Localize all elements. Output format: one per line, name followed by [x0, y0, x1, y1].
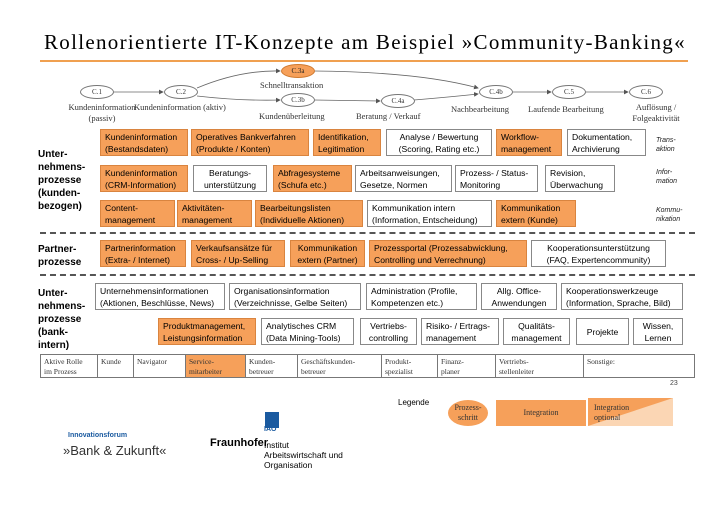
section-divider [40, 274, 695, 276]
box-kundeninformation-bestand: Kundeninformation (Bestandsdaten) [100, 129, 188, 156]
role-servicemitarbeiter: Service- mitarbeiter [185, 355, 245, 377]
box-prozessportal: Prozessportal (Prozessabwicklung, Contro… [369, 240, 527, 267]
stage-aufloesung: Auflösung / Folgeaktivität [632, 102, 680, 123]
box-analyse-bewertung: Analyse / Bewertung (Scoring, Rating etc… [386, 129, 492, 156]
box-revision: Revision, Überwachung [545, 165, 615, 192]
box-partnerinformation: Partnerinformation (Extra- / Internet) [100, 240, 186, 267]
role-sonstige: Sonstige: [583, 355, 694, 377]
box-bearbeitungslisten: Bearbeitungslisten (Individuelle Aktione… [255, 200, 363, 227]
stage-beratung-verkauf: Beratung / Verkauf [356, 111, 421, 121]
process-node-c4a: C.4a [381, 94, 415, 108]
fraunhofer-logo: Fraunhofer [210, 437, 269, 449]
iao-logo-text: IAO [264, 426, 277, 433]
process-flow-arrows [113, 68, 629, 104]
box-operatives-bankverfahren: Operatives Bankverfahren (Produkte / Kon… [191, 129, 309, 156]
box-office-anwendungen: Allg. Office- Anwendungen [481, 283, 557, 310]
box-organisationsinformation: Organisationsinformation (Verzeichnisse,… [229, 283, 361, 310]
box-abfragesysteme: Abfragesysteme (Schufa etc.) [273, 165, 352, 192]
role-kunde: Kunde [97, 355, 133, 377]
process-node-c6: C.6 [629, 85, 663, 99]
stage-laufende-bearbeitung: Laufende Bearbeitung [528, 104, 604, 114]
process-node-c1: C.1 [80, 85, 114, 99]
box-analytisches-crm: Analytisches CRM (Data Mining-Tools) [261, 318, 354, 345]
stage-nachbearbeitung: Nachbearbeitung [451, 104, 510, 114]
role-finanzplaner: Finanz- planer [437, 355, 495, 377]
box-kommunikation-extern-kunde: Kommunikation extern (Kunde) [496, 200, 576, 227]
legend-integration-optional: Integration optional [594, 403, 630, 422]
box-wissen-lernen: Wissen, Lernen [633, 318, 683, 345]
box-workflow-management: Workflow- management [496, 129, 562, 156]
box-verkaufsansaetze: Verkaufsansätze für Cross- / Up-Selling [191, 240, 285, 267]
process-node-c2: C.2 [164, 85, 198, 99]
role-table: Aktive Rolle im Prozess Kunde Navigator … [40, 354, 695, 378]
box-kooperationsunterstuetzung: Kooperationsunterstützung (FAQ, Experten… [531, 240, 666, 267]
role-produktspezialist: Produkt- spezialist [381, 355, 437, 377]
process-node-c3b: C.3b [281, 93, 315, 107]
box-kommunikation-extern-partner: Kommunikation extern (Partner) [290, 240, 365, 267]
bank-logo-line1: Innovationsforum [68, 432, 128, 439]
box-risiko-ertragsmanagement: Risiko- / Ertrags- management [421, 318, 499, 345]
box-aktivitaeten-management: Aktivitäten- management [177, 200, 252, 227]
role-table-label: Aktive Rolle im Prozess [44, 357, 83, 376]
iao-logo-square [265, 412, 279, 428]
process-node-c4b: C.4b [479, 85, 513, 99]
page-number: 23 [670, 380, 678, 387]
box-vertriebscontrolling: Vertriebs- controlling [360, 318, 417, 345]
page-title: Rollenorientierte IT-Konzepte am Beispie… [44, 30, 686, 54]
legend-title: Legende [398, 398, 430, 407]
role-geschaeftskundenbetreuer: Geschäftskunden- betreuer [297, 355, 381, 377]
box-content-management: Content- management [100, 200, 175, 227]
stage-schnelltransaktion: Schnelltransaktion [260, 80, 324, 90]
bank-logo-line2: »Bank & Zukunft« [63, 443, 167, 458]
box-beratungsunterstuetzung: Beratungs- unterstützung [193, 165, 267, 192]
box-dokumentation: Dokumentation, Archivierung [567, 129, 646, 156]
box-administration: Administration (Profile, Kompetenzen etc… [366, 283, 477, 310]
box-prozess-monitoring: Prozess- / Status- Monitoring [455, 165, 538, 192]
right-label-kommunikation: Kommu- nikation [656, 207, 683, 223]
section-label-kundenbezogen: Unter- nehmens- prozesse (kunden- bezoge… [38, 149, 86, 212]
box-qualitaetsmanagement: Qualitäts- management [503, 318, 570, 345]
stage-kundenueberleitung: Kundenüberleitung [259, 111, 325, 121]
box-kommunikation-intern: Kommunikation intern (Information, Entsc… [367, 200, 492, 227]
box-arbeitsanweisungen: Arbeitsanweisungen, Gesetze, Normen [355, 165, 452, 192]
stage-kundeninformation-passiv: Kundeninformation (passiv) [68, 102, 136, 123]
right-label-transaktion: Trans- aktion [656, 137, 676, 153]
legend-integration: Integration [496, 400, 586, 426]
process-node-c3a: C.3a [281, 64, 315, 78]
role-navigator: Navigator [133, 355, 185, 377]
right-label-information: Infor- mation [656, 169, 678, 185]
box-identifikation: Identifikation, Legitimation [313, 129, 381, 156]
process-node-c5: C.5 [552, 85, 586, 99]
legend-optional-shape [588, 398, 673, 426]
section-divider [40, 232, 695, 234]
box-produktmanagement: Produktmanagement, Leistungsinformation [158, 318, 256, 345]
section-label-bankintern: Unter- nehmens- prozesse (bank- intern) [38, 288, 86, 351]
role-vertriebsstellenleiter: Vertriebs- stellenleiter [495, 355, 583, 377]
role-kundenbetreuer: Kunden- betreuer [245, 355, 297, 377]
institut-name: Institut Arbeitswirtschaft und Organisat… [264, 440, 343, 470]
section-label-partner: Partner- prozesse [38, 244, 82, 268]
box-projekte: Projekte [576, 318, 629, 345]
box-kundeninformation-crm: Kundeninformation (CRM-Information) [100, 165, 188, 192]
legend-prozessschritt: Prozess- schritt [448, 400, 488, 426]
box-unternehmensinformationen: Unternehmensinformationen (Aktionen, Bes… [95, 283, 225, 310]
title-underline [40, 60, 688, 62]
box-kooperationswerkzeuge: Kooperationswerkzeuge (Information, Spra… [561, 283, 683, 310]
stage-kundeninformation-aktiv: Kundeninformation (aktiv) [134, 102, 226, 112]
